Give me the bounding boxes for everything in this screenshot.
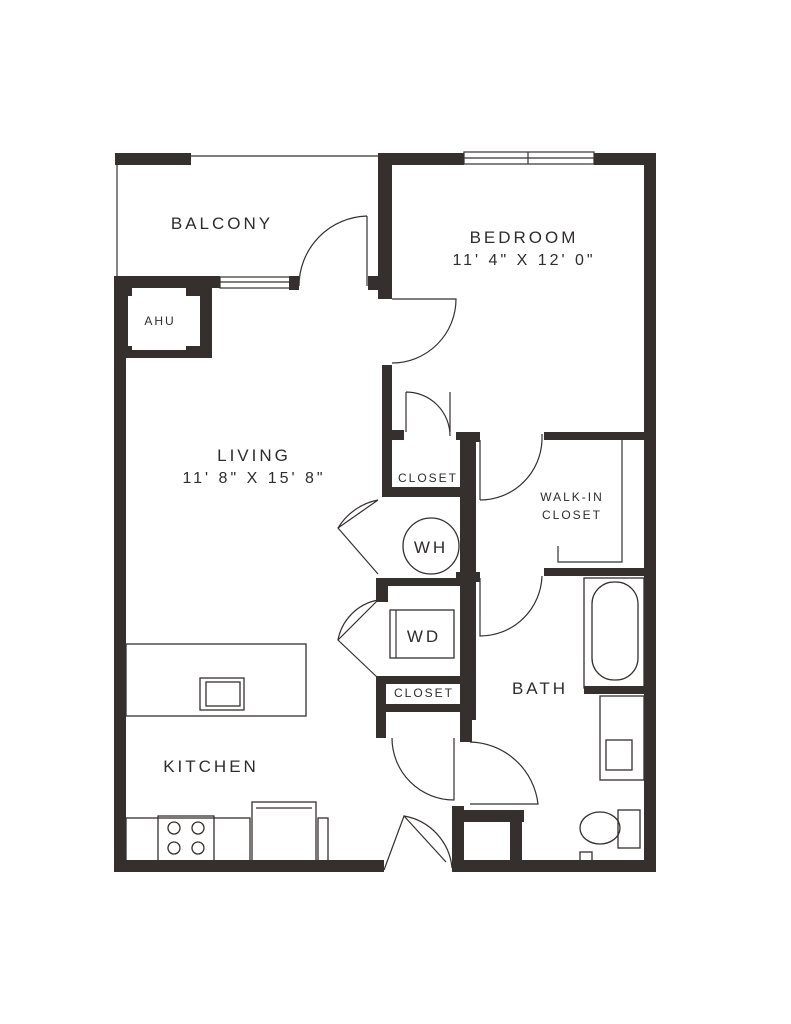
walk-in-label: WALK-IN xyxy=(540,490,604,504)
water-heater-icon xyxy=(402,517,460,575)
exterior-walls xyxy=(114,153,656,872)
closet-upper-label: CLOSET xyxy=(398,471,458,485)
fixtures xyxy=(125,440,645,863)
washer-dryer-label: WD xyxy=(407,627,441,646)
balcony-label: BALCONY xyxy=(171,214,273,233)
bath-sink-icon xyxy=(605,739,633,771)
kitchen-sink-icon xyxy=(199,677,245,711)
bedroom-label: BEDROOM xyxy=(470,228,579,247)
water-heater-label: WH xyxy=(414,538,448,557)
windows xyxy=(219,151,595,289)
room-labels: BALCONY BEDROOM 11' 4" X 12' 0" AHU LIVI… xyxy=(144,214,604,776)
living-label: LIVING xyxy=(217,446,291,465)
bath-label: BATH xyxy=(512,679,568,698)
toilet-icon xyxy=(579,811,621,845)
living-size-label: 11' 8" X 15' 8" xyxy=(182,470,325,487)
bathtub-icon xyxy=(583,577,645,689)
bedroom-size-label: 11' 4" X 12' 0" xyxy=(452,252,595,269)
stove-icon xyxy=(157,815,215,863)
kitchen-label: KITCHEN xyxy=(163,757,259,776)
kitchen-island xyxy=(125,643,307,717)
doors xyxy=(298,215,543,871)
washer-dryer-icon xyxy=(389,609,455,659)
ahu-label: AHU xyxy=(144,314,175,328)
closet-lower-label: CLOSET xyxy=(394,686,454,700)
refrigerator-icon xyxy=(251,801,317,863)
interior-walls xyxy=(114,153,656,872)
walk-in-closet-label: CLOSET xyxy=(542,508,602,522)
